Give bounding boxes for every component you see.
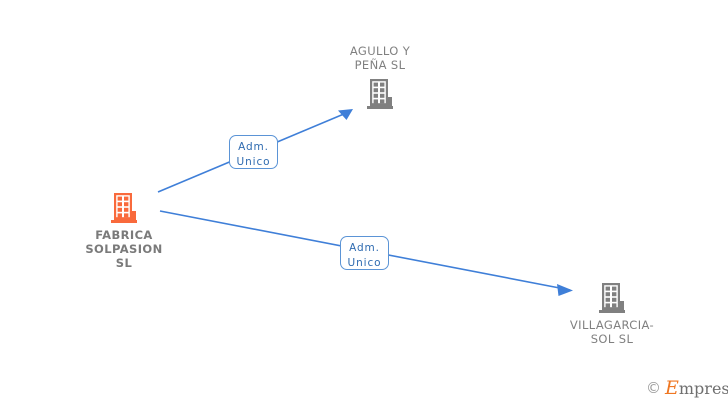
node-label: FABRICA SOLPASION SL	[85, 228, 163, 270]
node-villagarcia-sol[interactable]: VILLAGARCIA- SOL SL	[532, 282, 692, 346]
edge-label-adm-unico-villagarcia[interactable]: Adm. Unico	[340, 236, 389, 270]
building-icon	[599, 283, 625, 313]
edge-label-adm-unico-agullo[interactable]: Adm. Unico	[229, 135, 278, 169]
edge-agullo-arrowhead	[338, 109, 353, 120]
building-icon	[111, 193, 137, 223]
brand-rest: mpresia	[678, 379, 728, 398]
brand-initial: E	[665, 377, 679, 399]
empresia-watermark: © Empresia	[646, 379, 728, 398]
brand-name: Empresia	[665, 379, 728, 398]
edge-villagarcia-arrowhead	[557, 284, 573, 296]
node-label: VILLAGARCIA- SOL SL	[569, 318, 655, 346]
copyright-icon: ©	[646, 379, 661, 397]
node-agullo-y-pena[interactable]: AGULLO Y PEÑA SL	[300, 44, 460, 110]
node-fabrica-solpasion[interactable]: FABRICA SOLPASION SL	[44, 192, 204, 270]
building-icon	[367, 79, 393, 109]
node-label: AGULLO Y PEÑA SL	[349, 44, 411, 72]
